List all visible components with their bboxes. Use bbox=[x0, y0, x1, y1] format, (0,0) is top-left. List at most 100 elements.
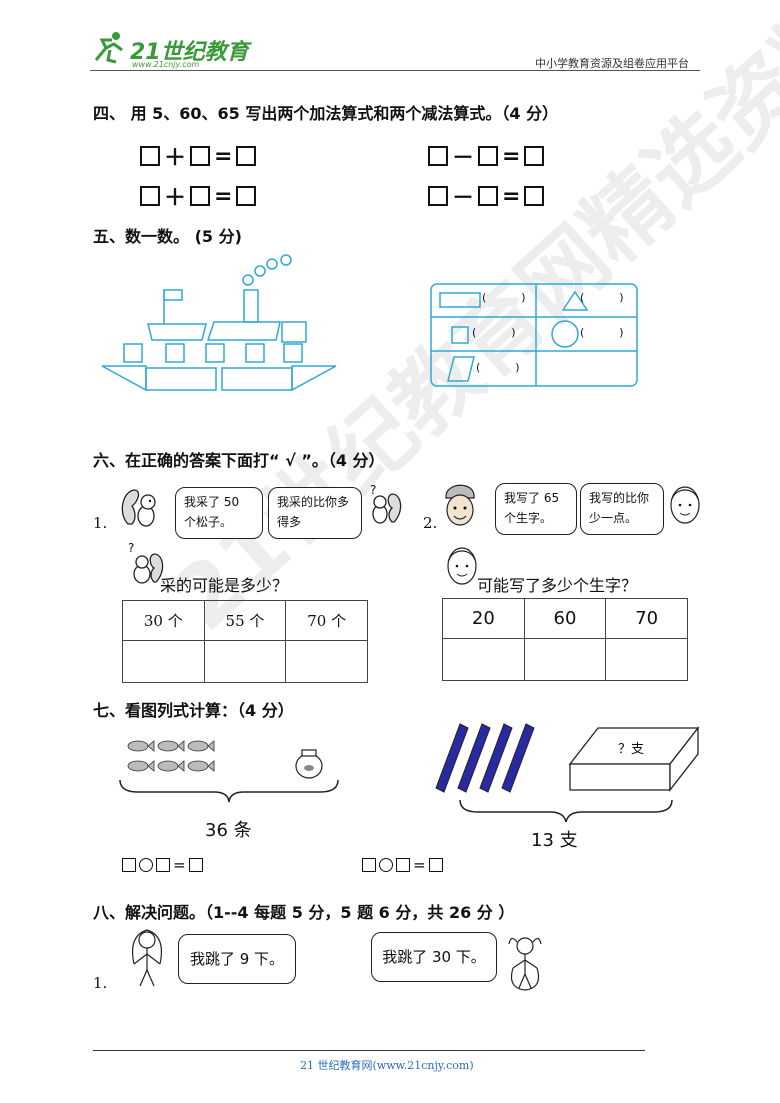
section-5-title: 五、数一数。 (5 分) bbox=[93, 227, 242, 246]
fish-group-image bbox=[127, 740, 215, 772]
fish-equation: = bbox=[122, 856, 203, 874]
logo-url: www.21cnjy.com bbox=[132, 60, 200, 69]
plus-sign: ＋ bbox=[164, 186, 187, 211]
speech-bubble-jump-9: 我跳了 9 下。 bbox=[178, 934, 296, 984]
option-30: 30 个 bbox=[122, 600, 205, 641]
section-6-title: 六、在正确的答案下面打“ √ ”。（4 分） bbox=[93, 451, 385, 470]
pen-total-label: 13 支 bbox=[531, 830, 578, 851]
option-70: 70 个 bbox=[285, 600, 368, 641]
addition-row-2: ＋= bbox=[140, 180, 257, 212]
answer-box[interactable] bbox=[428, 186, 448, 206]
equals-sign: = bbox=[173, 856, 186, 874]
answer-box[interactable] bbox=[156, 858, 170, 872]
answer-box[interactable] bbox=[190, 146, 211, 166]
answer-box[interactable] bbox=[428, 146, 448, 166]
logo-text: 21世纪教育 bbox=[130, 40, 249, 65]
header: 21世纪教育 www.21cnjy.com 中小学教育资源及组卷应用平台 bbox=[0, 0, 780, 72]
svg-text:?: ? bbox=[370, 483, 376, 497]
option-20: 20 bbox=[442, 598, 525, 639]
problem-1-number: 1. bbox=[93, 974, 108, 992]
check-cell[interactable] bbox=[605, 638, 688, 681]
ship-shape-figure bbox=[101, 254, 337, 392]
equals-sign: = bbox=[502, 183, 521, 209]
squirrel-thinking-icon: ? bbox=[370, 483, 402, 524]
question-1-options-table: 30 个 55 个 70 个 bbox=[122, 600, 368, 683]
girl-jump-rope-icon bbox=[131, 929, 163, 987]
plus-sign: ＋ bbox=[164, 146, 187, 171]
option-60: 60 bbox=[523, 598, 607, 639]
header-right-text: 中小学教育资源及组卷应用平台 bbox=[535, 57, 689, 70]
answer-box[interactable] bbox=[428, 858, 443, 872]
answer-box[interactable] bbox=[140, 186, 160, 206]
answer-box[interactable] bbox=[478, 186, 499, 206]
girl-face-icon bbox=[670, 486, 700, 524]
answer-box[interactable] bbox=[524, 146, 545, 166]
header-divider bbox=[90, 70, 700, 71]
answer-box[interactable] bbox=[140, 146, 160, 166]
answer-box[interactable] bbox=[190, 186, 211, 206]
pens-image bbox=[435, 723, 535, 793]
shape-count-table bbox=[430, 283, 638, 387]
fish-bowl-icon bbox=[295, 749, 323, 779]
boy-with-hat-icon bbox=[445, 484, 475, 526]
equals-sign: = bbox=[214, 143, 233, 169]
question-2-prompt: 可能写了多少个生字？ bbox=[477, 576, 638, 595]
speech-bubble-jump-30: 我跳了 30 下。 bbox=[371, 932, 497, 982]
subtraction-row-1: －= bbox=[428, 140, 545, 172]
answer-box[interactable] bbox=[524, 186, 545, 206]
answer-box[interactable] bbox=[236, 146, 257, 166]
option-55: 55 个 bbox=[203, 600, 287, 641]
paren-rect[interactable]: ( ) bbox=[482, 291, 526, 304]
speech-bubble-squirrel-1: 我采了 50 个松子。 bbox=[175, 487, 263, 539]
paren-square[interactable]: ( ) bbox=[472, 326, 516, 339]
operator-circle[interactable] bbox=[139, 858, 153, 872]
equals-sign: = bbox=[502, 143, 521, 169]
addition-row-1: ＋= bbox=[140, 140, 257, 172]
squirrel-icon bbox=[121, 489, 156, 527]
answer-box[interactable] bbox=[478, 146, 499, 166]
pen-box-image bbox=[568, 726, 700, 792]
section-8-title: 八、解决问题。（1--4 每题 5 分，5 题 6 分，共 26 分 ） bbox=[93, 903, 515, 922]
pen-box-label: ？支 bbox=[618, 742, 645, 757]
answer-box[interactable] bbox=[188, 858, 203, 872]
speech-bubble-girl: 我写的比你少一点。 bbox=[580, 483, 664, 535]
fish-brace bbox=[119, 779, 339, 803]
girl-jump-rope-2-icon bbox=[508, 937, 542, 991]
section-4-title: 四、 用 5、60、65 写出两个加法算式和两个减法算式。（4 分） bbox=[93, 104, 559, 123]
minus-sign: － bbox=[452, 146, 475, 171]
question-2-number: 2. bbox=[423, 514, 438, 532]
paren-parallelogram[interactable]: ( ) bbox=[476, 361, 520, 374]
svg-text:?: ? bbox=[128, 541, 134, 555]
speech-bubble-squirrel-2: 我采的比你多得多 bbox=[268, 487, 362, 539]
check-cell[interactable] bbox=[203, 640, 287, 683]
check-cell[interactable] bbox=[122, 640, 205, 683]
equals-sign: = bbox=[214, 183, 233, 209]
check-cell[interactable] bbox=[285, 640, 368, 683]
check-cell[interactable] bbox=[442, 638, 525, 681]
answer-box[interactable] bbox=[236, 186, 257, 206]
fish-total-label: 36 条 bbox=[205, 820, 252, 841]
section-7-title: 七、看图列式计算：（4 分） bbox=[93, 701, 294, 720]
answer-box[interactable] bbox=[122, 858, 136, 872]
operator-circle[interactable] bbox=[379, 858, 393, 872]
paren-triangle[interactable]: ( ) bbox=[580, 291, 624, 304]
option-70: 70 bbox=[605, 598, 688, 639]
speech-bubble-boy: 我写了 65 个生字。 bbox=[495, 483, 577, 535]
pen-brace bbox=[459, 799, 673, 823]
footer-text: 21 世纪教育网(www.21cnjy.com) bbox=[300, 1059, 474, 1072]
question-2-options-table: 20 60 70 bbox=[442, 598, 688, 681]
subtraction-row-2: －= bbox=[428, 180, 545, 212]
question-1-number: 1. bbox=[93, 514, 108, 532]
squirrel-question-icon: ? bbox=[128, 541, 164, 584]
paren-circle[interactable]: ( ) bbox=[580, 326, 624, 339]
minus-sign: － bbox=[452, 186, 475, 211]
pen-equation: = bbox=[362, 856, 443, 874]
check-cell[interactable] bbox=[523, 638, 607, 681]
footer-divider bbox=[93, 1050, 645, 1051]
answer-box[interactable] bbox=[362, 858, 376, 872]
equals-sign: = bbox=[413, 856, 426, 874]
question-1-prompt: 采的可能是多少？ bbox=[160, 576, 289, 595]
girl-thinking-icon bbox=[447, 547, 477, 585]
logo-runner-icon bbox=[94, 32, 123, 64]
answer-box[interactable] bbox=[396, 858, 410, 872]
